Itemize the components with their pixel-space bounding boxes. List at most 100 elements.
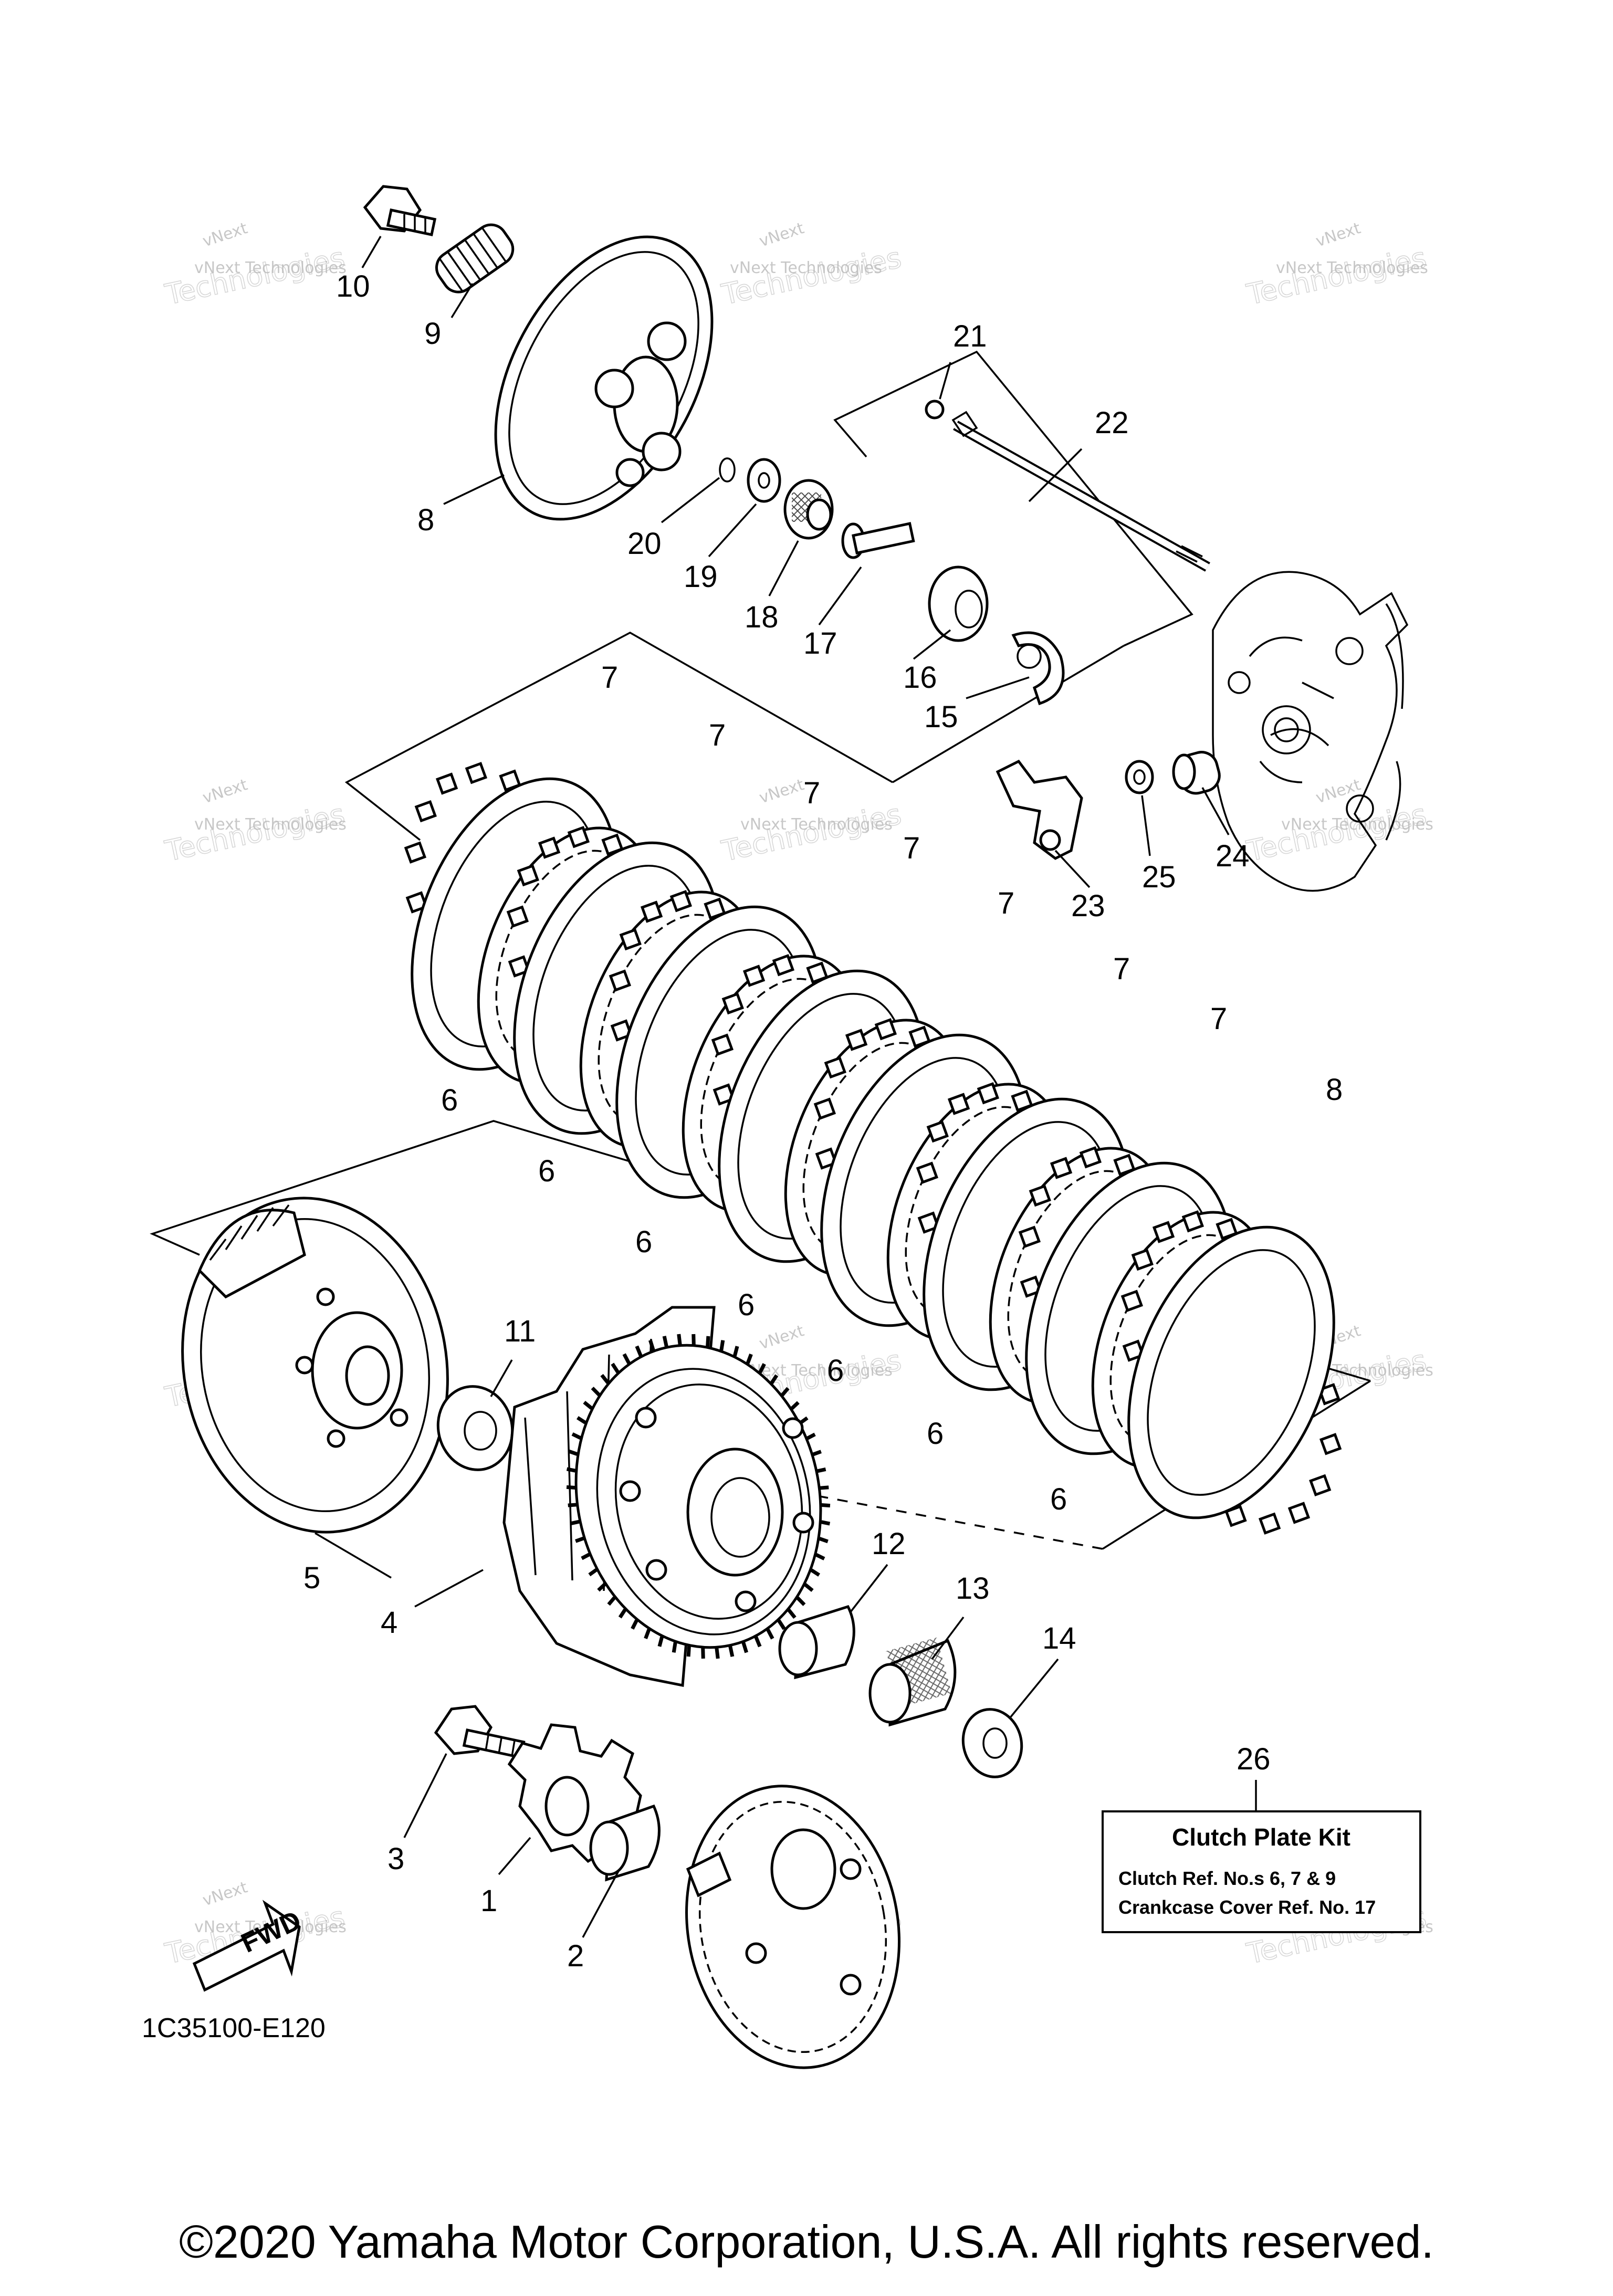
- callout-labels: 10 9 8 21 22 20 19 18 17 16 15 23 25 24 …: [303, 269, 1343, 1973]
- callout-6: 6: [441, 1083, 458, 1117]
- callout-20: 20: [627, 527, 662, 561]
- callout-23: 23: [1071, 889, 1105, 923]
- plate-tab: [1050, 1157, 1073, 1179]
- callout-8: 8: [417, 503, 434, 537]
- gear-tooth: [597, 1582, 606, 1592]
- plate-tab: [1122, 1339, 1145, 1362]
- svg-text:vNext: vNext: [757, 775, 806, 807]
- callout-26: 26: [1237, 1742, 1271, 1776]
- gear-tooth: [701, 1648, 705, 1659]
- plate-tab: [435, 772, 458, 795]
- gear-tooth: [568, 1503, 577, 1507]
- gear-tooth: [796, 1596, 806, 1606]
- plate-tab: [567, 826, 590, 848]
- plate-tab: [926, 1120, 949, 1143]
- gear-tooth: [686, 1646, 691, 1657]
- svg-text:Technologies: Technologies: [1244, 241, 1429, 311]
- plate-tab: [721, 992, 744, 1015]
- callout-25: 25: [1142, 860, 1176, 894]
- gear-tooth: [566, 1485, 575, 1490]
- callout-4: 4: [381, 1606, 397, 1640]
- gear-tooth: [648, 1339, 655, 1351]
- gear-tooth: [706, 1336, 710, 1347]
- gear-tooth: [746, 1354, 753, 1364]
- callout-24: 24: [1216, 839, 1250, 873]
- gear-tooth: [754, 1636, 762, 1648]
- plate-tab: [1120, 1289, 1144, 1312]
- svg-text:vNext: vNext: [201, 219, 250, 250]
- plate-tab: [405, 891, 428, 914]
- gear-tooth: [583, 1400, 593, 1410]
- gear-tooth: [588, 1568, 598, 1577]
- gear-tooth: [692, 1334, 696, 1345]
- gear-tooth: [581, 1553, 590, 1560]
- gear-tooth: [600, 1374, 610, 1385]
- plate-tab: [1258, 1512, 1281, 1535]
- part-18-bearing: [783, 479, 834, 540]
- gear-tooth: [631, 1619, 638, 1630]
- gear-tooth: [781, 1387, 790, 1397]
- svg-text:vNext: vNext: [757, 219, 806, 250]
- part-22-push-rod: [951, 411, 1210, 572]
- callout-10: 10: [336, 269, 370, 303]
- plate-tab: [465, 762, 488, 784]
- callout-6: 6: [635, 1225, 652, 1259]
- plate-tab: [619, 928, 642, 951]
- callout-15: 15: [924, 700, 958, 734]
- callout-22: 22: [1095, 406, 1129, 440]
- clutch-plate-stack: [404, 762, 1342, 1535]
- gear-tooth: [618, 1608, 627, 1619]
- watermark: vNext vNext Technologies Technologies: [162, 219, 348, 312]
- gear-tooth: [719, 1340, 725, 1351]
- plate-tab: [517, 864, 539, 887]
- callout-16: 16: [903, 661, 937, 695]
- plate-tab: [874, 1018, 897, 1041]
- friction-plate-inner: [1147, 1249, 1316, 1496]
- gear-tooth: [770, 1374, 779, 1385]
- callout-1: 1: [480, 1884, 497, 1918]
- plate-tab: [813, 1097, 836, 1120]
- gear-tooth: [635, 1345, 643, 1357]
- clutch-plate-kit-box: Clutch Plate Kit Clutch Ref. No.s 6, 7 &…: [1102, 1810, 1421, 1933]
- plate-tab: [815, 1147, 837, 1170]
- gear-tooth: [787, 1608, 797, 1619]
- callout-7: 7: [998, 886, 1014, 920]
- part-8-pressure-plate: [494, 235, 714, 521]
- gear-tooth: [662, 1336, 668, 1347]
- gear-tooth: [758, 1363, 766, 1374]
- callout-21: 21: [953, 319, 987, 353]
- part-10-bolt: [363, 185, 437, 236]
- part-16-bushing: [928, 565, 989, 642]
- gear-tooth: [820, 1485, 829, 1490]
- part-2-collar: [589, 1804, 661, 1882]
- callout-14: 14: [1042, 1621, 1076, 1655]
- plate-tab: [742, 964, 766, 987]
- part-19-washer: [747, 458, 781, 503]
- part-12-spacer: [778, 1605, 855, 1680]
- gear-tooth: [728, 1645, 735, 1657]
- callout-9: 9: [424, 317, 441, 351]
- plate-tab: [538, 836, 561, 859]
- crankcase-cover-fragment: [1212, 571, 1409, 892]
- plate-tab: [506, 905, 529, 928]
- plate-tab: [845, 1029, 868, 1051]
- plate-tab: [917, 1211, 940, 1234]
- callout-6: 6: [738, 1288, 755, 1322]
- plate-tab: [1287, 1502, 1311, 1524]
- plate-tab: [1020, 1275, 1042, 1298]
- diagram-code: 1C35100-E120: [142, 2013, 326, 2043]
- gear-tooth: [566, 1467, 576, 1473]
- gear-tooth: [799, 1416, 809, 1425]
- gear-tooth: [577, 1416, 586, 1424]
- callout-2: 2: [567, 1939, 584, 1973]
- plate-tab: [640, 900, 663, 923]
- callout-7: 8: [1326, 1073, 1343, 1107]
- gear-tooth: [821, 1503, 831, 1508]
- svg-text:Clutch Ref. No.s 6, 7 & 9: Clutch Ref. No.s 6, 7 & 9: [1118, 1868, 1336, 1889]
- callout-7: 7: [709, 718, 726, 752]
- gear-tooth: [790, 1401, 800, 1410]
- watermark: vNext vNext Technologies Technologies: [162, 775, 348, 868]
- svg-text:vNext Technologies: vNext Technologies: [1276, 259, 1428, 277]
- plate-tab: [1319, 1433, 1342, 1455]
